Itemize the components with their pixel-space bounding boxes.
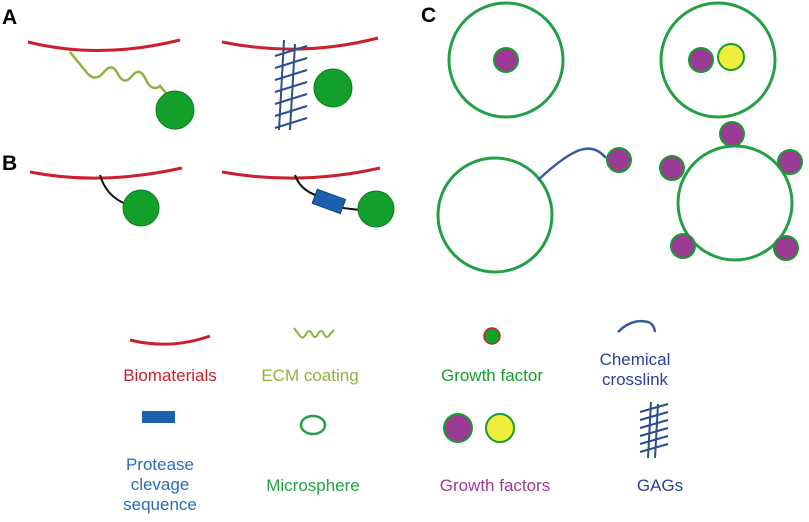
panel-b-protease-cleavable xyxy=(221,166,395,228)
growth-factor-purple xyxy=(493,47,519,73)
legend-growth-factor-purple-icon xyxy=(443,413,473,443)
legend-label-microsphere: Microsphere xyxy=(266,476,360,495)
growth-factor-purple xyxy=(688,47,714,73)
panel-c-tethered-surface xyxy=(436,147,632,274)
gag-chain xyxy=(274,39,308,131)
legend-growth-factor-icon xyxy=(483,327,501,345)
panel-a-ecm-tethered xyxy=(27,38,195,130)
growth-factor-purple xyxy=(773,235,799,261)
legend-label-ecm-coating: ECM coating xyxy=(261,366,359,385)
legend-label-growth-factors: Growth factors xyxy=(439,476,551,495)
growth-factor-sphere xyxy=(357,190,395,228)
growth-factor-sphere xyxy=(122,189,160,227)
chemical-crosslink-tether xyxy=(99,174,127,205)
legend-label-growth-factor: Growth factor xyxy=(440,366,544,385)
microsphere xyxy=(447,1,565,119)
panel-a-gag-bound xyxy=(221,36,379,131)
growth-factor-yellow xyxy=(717,43,745,71)
growth-factor-purple xyxy=(670,233,696,259)
legend-label-biomaterials: Biomaterials xyxy=(123,366,217,385)
panel-label-b: B xyxy=(2,152,17,175)
panel-c-encapsulated-single xyxy=(447,1,565,119)
legend-chemical-crosslink-icon xyxy=(617,319,657,333)
microsphere xyxy=(659,1,777,119)
panel-label-a: A xyxy=(2,6,17,29)
growth-factor-purple xyxy=(606,147,632,173)
panel-label-c: C xyxy=(421,4,436,27)
growth-factor-sphere xyxy=(313,68,353,108)
panel-c-surface-adsorbed xyxy=(659,121,803,262)
biomaterial-strand xyxy=(221,166,381,180)
legend-label-chemical-crosslink: Chemical crosslink xyxy=(599,350,671,389)
growth-factor-purple xyxy=(777,149,803,175)
legend-label-protease: Protease clevage sequence xyxy=(123,455,197,514)
legend-gags-icon xyxy=(639,401,669,459)
growth-factor-purple xyxy=(719,121,745,147)
legend-microsphere-icon xyxy=(299,414,327,436)
microsphere xyxy=(436,156,554,274)
panel-b-crosslinked xyxy=(29,166,183,227)
ecm-coating-tether xyxy=(69,51,173,101)
growth-factor-sphere xyxy=(155,90,195,130)
biomaterial-strand xyxy=(29,166,183,180)
protease-cleavage-block xyxy=(311,188,347,215)
crosslink-tether xyxy=(342,207,361,211)
legend-growth-factor-yellow-icon xyxy=(485,413,515,443)
chemical-crosslink-tether xyxy=(537,147,607,181)
legend-label-gags: GAGs xyxy=(636,476,684,495)
legend-biomaterials-icon xyxy=(129,334,211,346)
panel-c-encapsulated-dual xyxy=(659,1,777,119)
biomaterial-strand xyxy=(27,38,181,53)
growth-factor-purple xyxy=(659,155,685,181)
legend-ecm-coating-icon xyxy=(293,327,335,339)
legend xyxy=(129,319,669,459)
legend-protease-icon xyxy=(142,411,175,423)
